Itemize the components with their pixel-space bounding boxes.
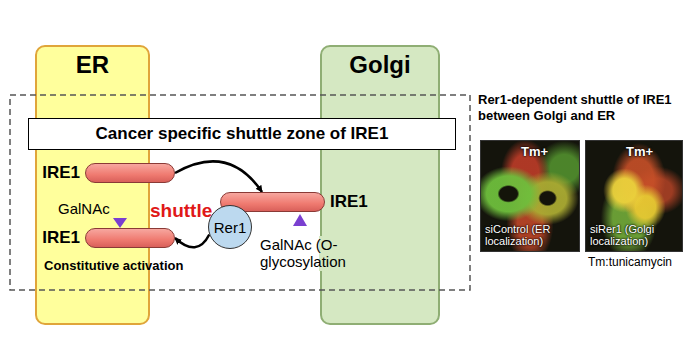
node-label: Rer1 (214, 219, 247, 236)
micrograph: Tm+ siRer1 (Golgi localization) (585, 140, 683, 252)
node-caption: siControl (ER localization) (485, 223, 577, 248)
ire1-bar: IRE1 (85, 163, 175, 183)
node-label: IRE1 (330, 192, 368, 212)
ire1-bar: IRE1 (85, 228, 175, 248)
panel-title: Rer1-dependent shuttle of IRE1 between G… (478, 92, 684, 125)
node-label: ER (37, 51, 148, 79)
galnac-triangle (293, 214, 307, 226)
micrograph: Tm+ siControl (ER localization) (480, 140, 580, 252)
node-label: Tm+ (521, 144, 548, 159)
er-compartment: ER (35, 45, 150, 325)
zone-title-box: Cancer specific shuttle zone of IRE1 (28, 118, 456, 150)
node-caption: siRer1 (Golgi localization) (590, 223, 680, 248)
node-label: Tm+ (626, 144, 653, 159)
shuttle-arrow (175, 234, 209, 247)
node-label: Golgi (322, 51, 438, 79)
rer1-circle: Rer1 (208, 205, 252, 249)
galnac-label: GalNAc (58, 200, 110, 217)
galnac-label: GalNAc (O-glycosylation (258, 236, 390, 271)
node-label: Cancer specific shuttle zone of IRE1 (96, 124, 389, 144)
note-label: Constitutive activation (44, 258, 183, 273)
node-label: IRE1 (42, 228, 80, 248)
shuttle-label: shuttle (150, 200, 212, 222)
footnote: Tm:tunicamycin (588, 255, 672, 269)
shuttle-arrow (175, 161, 262, 192)
golgi-compartment: Golgi (320, 45, 440, 325)
node-label: IRE1 (42, 163, 80, 183)
